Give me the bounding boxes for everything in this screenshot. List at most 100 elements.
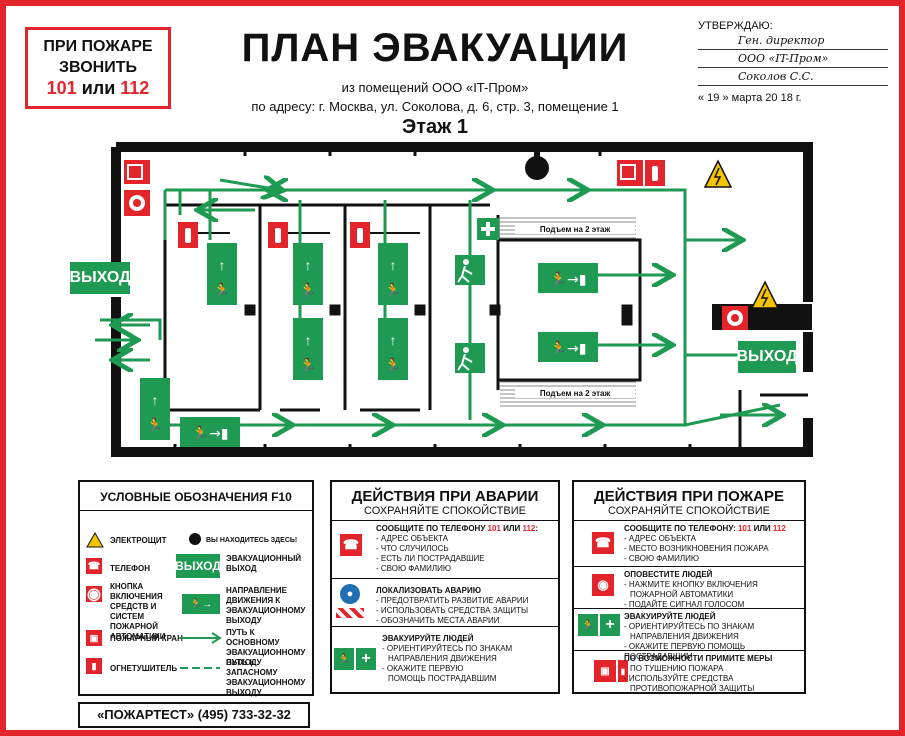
protective-gear-icon: ● <box>340 584 360 604</box>
exit-direction-icon: 🏃→ <box>182 594 220 614</box>
page-title: ПЛАН ЭВАКУАЦИИ <box>241 26 629 70</box>
evacuation-routes <box>95 180 780 425</box>
legend-button: КНОПКА ВКЛЮЧЕНИЯ СРЕДСТВ И СИСТЕМ ПОЖАРН… <box>110 582 166 641</box>
accident-s2-item: - ОБОЗНАЧИТЬ МЕСТА АВАРИИ <box>376 616 500 625</box>
fire-extinguisher-icon-4 <box>350 222 370 248</box>
hazard-tape-icon <box>336 608 364 618</box>
walls <box>111 142 813 457</box>
fire-s3-item: - ОКАЖИТЕ ПЕРВУЮ ПОМОЩЬ ПОСТРАДАВШИМ <box>624 642 746 661</box>
svg-text:🏃→▮: 🏃→▮ <box>550 340 587 357</box>
electrical-panel-icon <box>86 532 104 548</box>
accident-s1-item: - ЕСТЬ ЛИ ПОСТРАДАВШИЕ <box>376 554 485 563</box>
fire-hydrant-icon: ▣ <box>594 660 616 682</box>
manufacturer-phone: «ПОЖАРТЕСТ» (495) 733-32-32 <box>78 702 310 728</box>
svg-text:🏃: 🏃 <box>146 417 163 433</box>
accident-s2-item: - ПРЕДОТВРАТИТЬ РАЗВИТИЕ АВАРИИ <box>376 596 529 605</box>
first-aid-icon: + <box>600 614 620 636</box>
electrical-panel-icon-2 <box>750 280 780 309</box>
fire-actions-box: ДЕЙСТВИЯ ПРИ ПОЖАРЕ СОХРАНЯЙТЕ СПОКОЙСТВ… <box>572 480 806 694</box>
running-man-icon: 🏃 <box>334 648 354 670</box>
electrical-panel-icon <box>703 159 733 188</box>
svg-text:↑: ↑ <box>390 332 397 348</box>
legend-extinguisher: ОГНЕТУШИТЕЛЬ <box>110 664 178 673</box>
accident-s1: СООБЩИТЕ ПО ТЕЛЕФОНУ 101 ИЛИ 112: - АДРЕ… <box>376 524 538 574</box>
accident-s1-num1: 101 <box>487 524 501 533</box>
fire-s1-item: - СВОЮ ФАМИЛИЮ <box>624 554 699 563</box>
fire-s1-head: СООБЩИТЕ ПО ТЕЛЕФОНУ: <box>624 524 738 533</box>
svg-text:🏃: 🏃 <box>384 357 401 373</box>
fire-extinguisher-icon-3 <box>268 222 288 248</box>
emergency-call-box: ПРИ ПОЖАРЕ ЗВОНИТЬ 101 или 112 <box>25 27 171 109</box>
fire-s4-item: - ИСПОЛЬЗУЙТЕ СРЕДСТВА <box>624 674 734 683</box>
fire-alarm-button-icon-2 <box>722 306 748 330</box>
accident-s2-item: - ИСПОЛЬЗОВАТЬ СРЕДСТВА ЗАЩИТЫ <box>376 606 529 615</box>
legend-you-here: ВЫ НАХОДИТЕСЬ ЗДЕСЬ! <box>206 537 298 544</box>
approval-date: « 19 » марта 20 18 г. <box>698 92 802 104</box>
fire-hydrant-icon-2 <box>617 160 643 186</box>
accident-s2-head: ЛОКАЛИЗОВАТЬ АВАРИЮ <box>376 586 481 595</box>
fire-hydrant-icon <box>124 160 150 184</box>
call-or: или <box>76 78 121 98</box>
fire-s2-item: - НАЖМИТЕ КНОПКУ ВКЛЮЧЕНИЯ <box>624 580 758 589</box>
fire-s1-or: ИЛИ <box>751 524 773 533</box>
call-number-112: 112 <box>120 78 150 98</box>
fire-extinguisher-icon <box>645 160 665 186</box>
fire-s2-item: - ПОДАЙТЕ СИГНАЛ ГОЛОСОМ <box>624 600 745 609</box>
fire-alarm-button-icon <box>124 190 150 216</box>
subtitle: из помещений ООО «IT-Пром» по адресу: г.… <box>200 78 670 116</box>
legend-exit-sign: ВЫХОД <box>175 554 221 578</box>
fire-s3: ЭВАКУИРУЙТЕ ЛЮДЕЙ - ОРИЕНТИРУЙТЕСЬ ПО ЗН… <box>624 612 804 662</box>
accident-s3-item: ПОМОЩЬ ПОСТРАДАВШИМ <box>388 674 497 683</box>
fire-s2: ОПОВЕСТИТЕ ЛЮДЕЙ - НАЖМИТЕ КНОПКУ ВКЛЮЧЕ… <box>624 570 758 610</box>
approval-signature-line3: Соколов С.С. <box>698 70 888 86</box>
accident-s1-num2: 112 <box>522 524 536 533</box>
phone-icon: ☎ <box>340 534 362 556</box>
fire-s1-item: - МЕСТО ВОЗНИКНОВЕНИЯ ПОЖАРА <box>624 544 769 553</box>
svg-text:🏃: 🏃 <box>213 282 230 298</box>
svg-text:↑: ↑ <box>390 257 397 273</box>
approval-signature-line1: Ген. директор <box>698 34 888 50</box>
fire-s4-head: ПО ВОЗМОЖНОСТИ ПРИМИТЕ МЕРЫ <box>624 654 773 663</box>
fire-extinguisher-icon-2 <box>178 222 198 248</box>
phone-icon: ☎ <box>86 558 102 574</box>
legend-hydrant: ПОЖАРНЫЙ КРАН <box>110 634 183 643</box>
fire-s3-item: НАПРАВЛЕНИЯ ДВИЖЕНИЯ <box>630 632 739 641</box>
fire-alarm-button-icon: ◉ <box>592 574 614 596</box>
svg-text:↑: ↑ <box>305 332 312 348</box>
fire-extinguisher-icon: ▮ <box>618 660 628 682</box>
subtitle-company: из помещений ООО «IT-Пром» <box>341 80 529 95</box>
exit-direction-vertical-3: ↑🏃 <box>378 243 408 305</box>
fire-s1-item: - АДРЕС ОБЪЕКТА <box>624 534 697 543</box>
you-are-here-marker <box>525 147 549 180</box>
legend-exit-desc: ЭВАКУАЦИОННЫЙ ВЫХОД <box>226 554 302 573</box>
you-are-here-icon <box>189 533 201 545</box>
legend-phone: ТЕЛЕФОН <box>110 564 150 573</box>
fire-hydrant-icon: ▣ <box>86 630 102 646</box>
svg-text:🏃: 🏃 <box>299 282 316 298</box>
first-aid-icon <box>477 218 499 240</box>
accident-s3-item: - ОРИЕНТИРУЙТЕСЬ ПО ЗНАКАМ <box>382 644 513 653</box>
fire-extinguisher-icon: ▮ <box>86 658 102 674</box>
fire-s1-num2: 112 <box>772 524 786 533</box>
accident-s3: ЭВАКУИРУЙТЕ ЛЮДЕЙ - ОРИЕНТИРУЙТЕСЬ ПО ЗН… <box>382 634 512 684</box>
main-path-icon <box>180 632 222 644</box>
running-man-icon <box>455 255 485 285</box>
floor-label: Этаж 1 <box>401 116 468 138</box>
accident-s1-colon: : <box>535 524 539 533</box>
call-line1: ПРИ ПОЖАРЕ <box>43 38 153 55</box>
legend-box: УСЛОВНЫЕ ОБОЗНАЧЕНИЯ F10 ЭЛЕКТРОЩИТ ВЫ Н… <box>78 480 314 697</box>
accident-subtitle: СОХРАНЯЙТЕ СПОКОЙСТВИЕ <box>364 505 526 517</box>
fire-title: ДЕЙСТВИЯ ПРИ ПОЖАРЕ <box>593 488 785 505</box>
svg-text:↑: ↑ <box>152 392 159 408</box>
accident-s1-item: - ЧТО СЛУЧИЛОСЬ <box>376 544 449 553</box>
fire-s2-item: ПОЖАРНОЙ АВТОМАТИКИ <box>630 590 734 599</box>
svg-text:🏃→▮: 🏃→▮ <box>550 271 587 288</box>
exit-sign-left: ВЫХОД <box>69 262 131 294</box>
fire-subtitle: СОХРАНЯЙТЕ СПОКОЙСТВИЕ <box>608 505 770 517</box>
fire-s3-item: - ОРИЕНТИРУЙТЕСЬ ПО ЗНАКАМ <box>624 622 755 631</box>
floor-plan: 🏃→▮ 🏃→▮ 🏃→▮ ↑🏃 ↑🏃 ↑🏃 ↑🏃 ↑🏃 ↑🏃 <box>95 142 813 457</box>
legend-reserve-path: ПУТЬ К ЗАПАСНОМУ ЭВАКУАЦИОННОМУ ВЫХОДУ <box>226 658 306 697</box>
fire-s3-head: ЭВАКУИРУЙТЕ ЛЮДЕЙ <box>624 612 716 621</box>
fire-s2-head: ОПОВЕСТИТЕ ЛЮДЕЙ <box>624 570 713 579</box>
fire-alarm-button-icon: ◉ <box>86 586 102 603</box>
